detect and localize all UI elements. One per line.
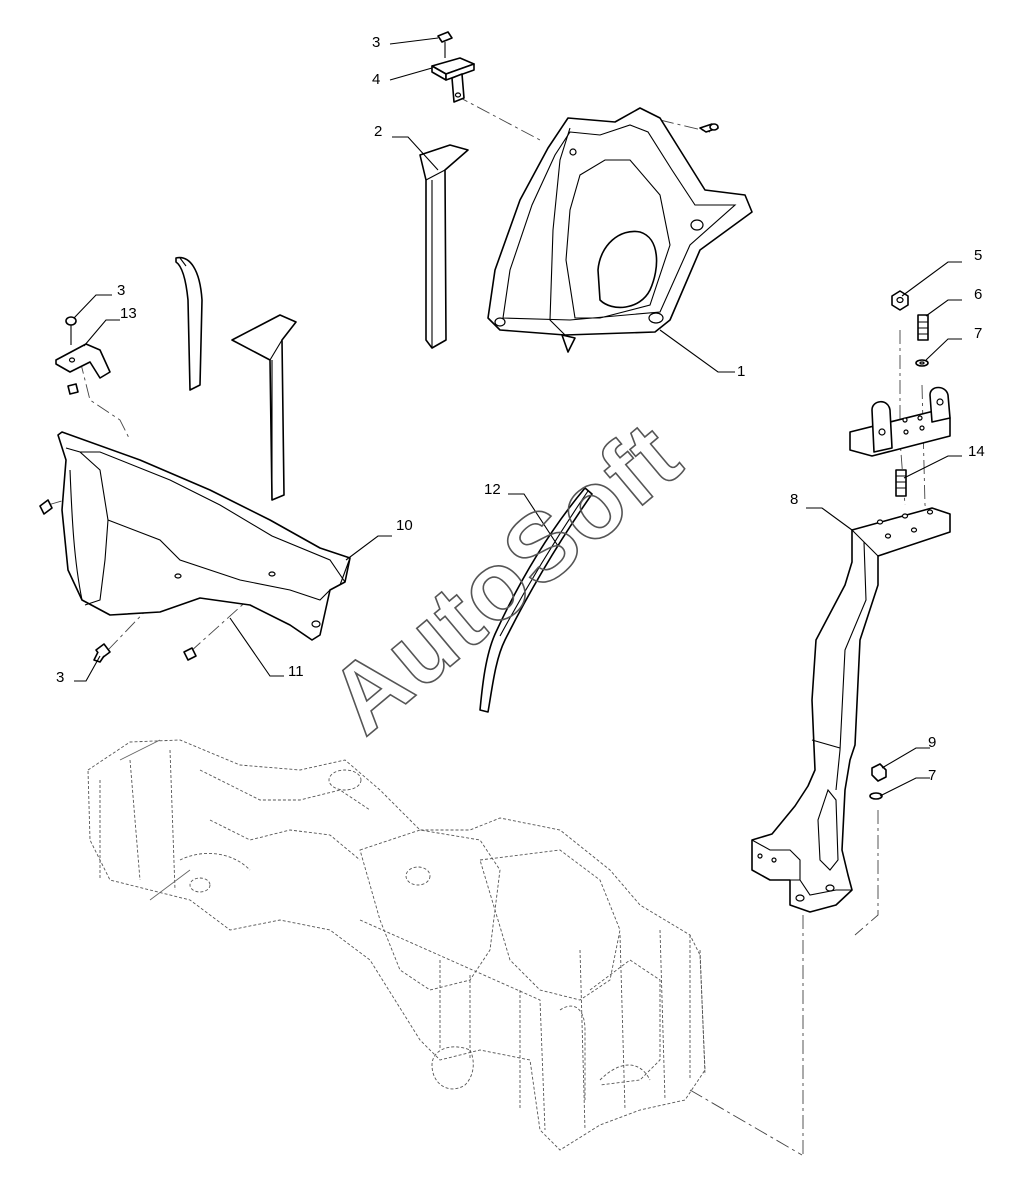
callout-2: 2 bbox=[374, 123, 382, 140]
screw-left-10 bbox=[39, 499, 53, 515]
callout-12: 12 bbox=[484, 481, 501, 498]
callout-14: 14 bbox=[968, 443, 985, 460]
callout-4: 4 bbox=[372, 71, 380, 88]
callout-7-upper: 7 bbox=[974, 325, 982, 342]
bracket-part-13 bbox=[55, 343, 111, 395]
screw-part-1 bbox=[699, 123, 719, 133]
leader-lines bbox=[73, 37, 962, 797]
washer-part-7-upper bbox=[915, 359, 929, 367]
callout-8: 8 bbox=[790, 491, 798, 508]
seal-strip-upper bbox=[175, 256, 203, 391]
chassis-frame-ghost bbox=[87, 739, 706, 1151]
bolt-part-3-top bbox=[437, 31, 453, 58]
curved-strip-part-12 bbox=[479, 487, 593, 713]
stud-part-6 bbox=[917, 314, 929, 341]
vertical-trim-left bbox=[231, 314, 297, 501]
nut-part-5 bbox=[891, 290, 909, 311]
bolt-part-3-left bbox=[65, 316, 77, 345]
callout-13: 13 bbox=[120, 305, 137, 322]
stud-part-14 bbox=[895, 469, 907, 497]
trim-block-part-2 bbox=[419, 144, 469, 349]
washer-part-7-lower bbox=[869, 792, 883, 800]
bolt-part-3-bottom bbox=[93, 643, 111, 663]
callout-labels: 3 4 2 1 5 6 7 14 8 9 7 10 12 11 3 3 13 bbox=[56, 34, 985, 784]
callout-11: 11 bbox=[288, 663, 304, 680]
callout-7-lower: 7 bbox=[928, 767, 936, 784]
callout-3-top: 3 bbox=[372, 34, 380, 51]
callout-10: 10 bbox=[396, 517, 413, 534]
bracket-part-4 bbox=[431, 57, 475, 103]
callout-1: 1 bbox=[737, 363, 745, 380]
side-panel-part-1 bbox=[487, 107, 753, 353]
callout-9: 9 bbox=[928, 734, 936, 751]
mount-bracket bbox=[849, 386, 951, 457]
callout-3-bottom: 3 bbox=[56, 669, 64, 686]
screw-part-11 bbox=[183, 647, 197, 661]
watermark-text: AutoSoft bbox=[310, 401, 701, 754]
support-pillar-part-8 bbox=[751, 507, 951, 913]
callout-5: 5 bbox=[974, 247, 982, 264]
lower-panel-part-10 bbox=[57, 431, 351, 641]
callout-6: 6 bbox=[974, 286, 982, 303]
callout-3-left: 3 bbox=[117, 282, 125, 299]
